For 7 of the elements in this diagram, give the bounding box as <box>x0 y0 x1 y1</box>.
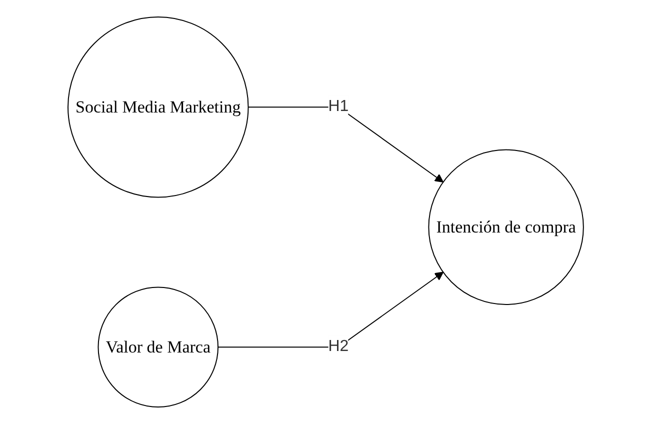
arrow <box>248 106 444 182</box>
arrow <box>218 272 444 348</box>
node-circle: Social Media Marketing <box>68 16 250 198</box>
edge-label: H2 <box>328 338 349 356</box>
node-circle: Valor de Marca <box>98 286 219 408</box>
edge-label: H1 <box>328 98 349 116</box>
node-circle: Intención de compra <box>428 149 584 305</box>
